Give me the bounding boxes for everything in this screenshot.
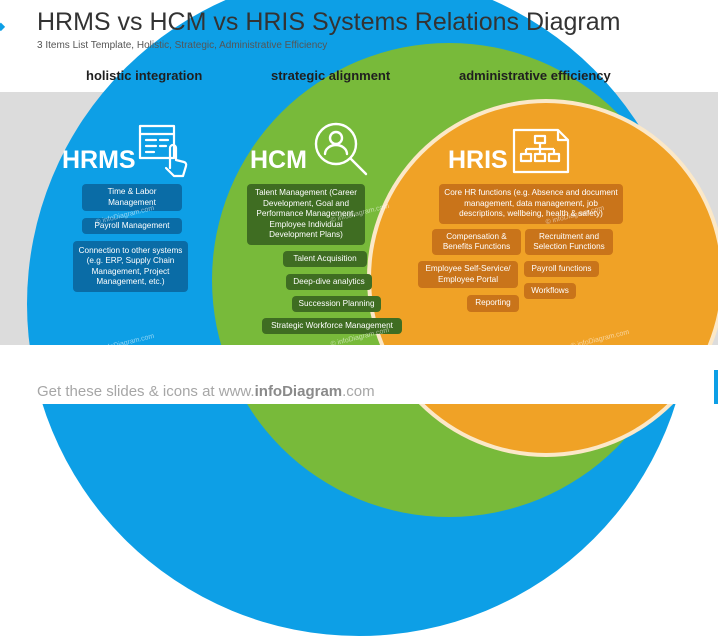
- page-title: HRMS vs HCM vs HRIS Systems Relations Di…: [37, 8, 621, 36]
- hris-item-workflows: Workflows: [524, 283, 576, 299]
- hris-label: HRIS: [448, 146, 508, 174]
- hcm-item-deep-dive-analytics: Deep-dive analytics: [286, 274, 372, 290]
- edge-marker: [0, 22, 6, 32]
- hris-item-reporting: Reporting: [467, 295, 519, 312]
- edge-marker-right: [714, 370, 718, 404]
- footer-suffix: .com: [342, 383, 375, 400]
- column-label-strategic: strategic alignment: [271, 68, 391, 83]
- hris-item-payroll-functions: Payroll functions: [524, 261, 599, 277]
- hcm-item-talent-management: Talent Management (Career Development, G…: [247, 184, 365, 245]
- hris-item-self-service: Employee Self-Service/ Employee Portal: [418, 261, 518, 288]
- hcm-item-succession-planning: Succession Planning: [292, 296, 381, 312]
- hris-item-recruitment: Recruitment and Selection Functions: [525, 229, 613, 255]
- hris-item-compensation: Compensation & Benefits Functions: [432, 229, 521, 255]
- hrms-item-time-labor: Time & Labor Management: [82, 184, 182, 211]
- hris-item-core-hr: Core HR functions (e.g. Absence and docu…: [439, 184, 623, 224]
- hrms-item-connection: Connection to other systems (e.g. ERP, S…: [73, 241, 188, 292]
- person-search-icon: [314, 122, 368, 176]
- column-label-administrative: administrative efficiency: [459, 68, 611, 83]
- bottom-area: [0, 345, 718, 404]
- footer-prefix: Get these slides & icons at www.: [37, 383, 255, 400]
- page-subtitle: 3 Items List Template, Holistic, Strateg…: [37, 40, 328, 51]
- hcm-item-talent-acquisition: Talent Acquisition: [283, 251, 367, 267]
- hcm-label: HCM: [250, 146, 307, 174]
- org-chart-document-icon: [512, 128, 570, 174]
- hcm-item-strategic-workforce: Strategic Workforce Management: [262, 318, 402, 334]
- footer-brand: infoDiagram: [254, 383, 343, 400]
- footer: Get these slides & icons at www.infoDiag…: [37, 383, 375, 400]
- form-touch-icon: [138, 124, 188, 178]
- column-label-holistic: holistic integration: [86, 68, 203, 83]
- hrms-item-payroll: Payroll Management: [82, 218, 182, 234]
- hrms-label: HRMS: [62, 146, 136, 174]
